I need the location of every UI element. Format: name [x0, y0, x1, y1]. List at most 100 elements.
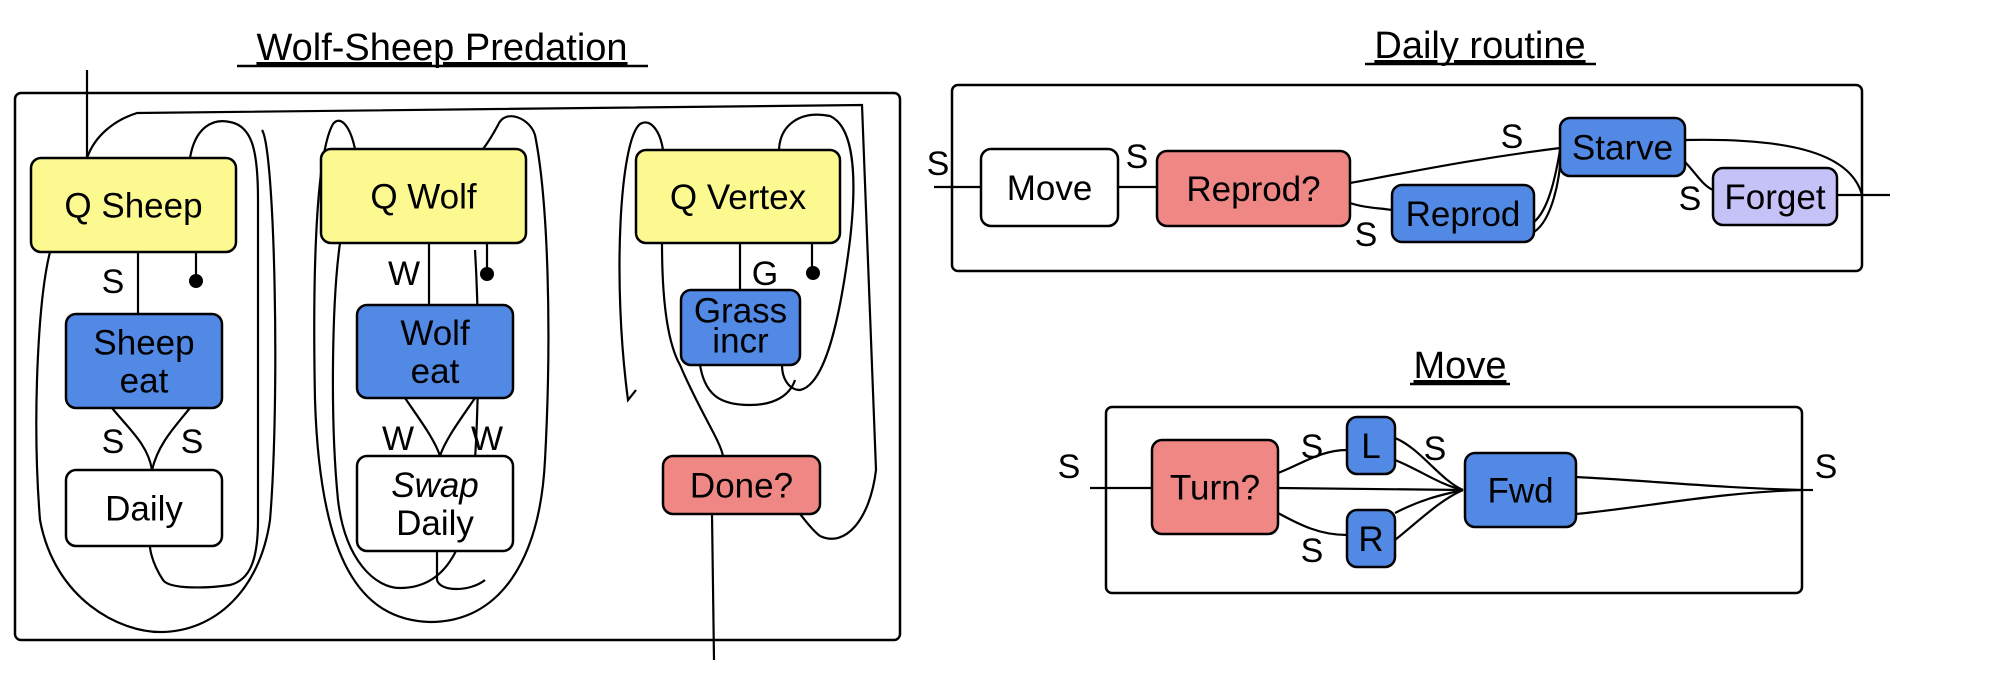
node-box — [355, 303, 515, 400]
wire-turn-to-fwd — [1277, 486, 1464, 492]
node-label: Move — [1007, 169, 1093, 208]
wire-wolf-eat-right — [438, 397, 476, 457]
node-label: Sheep — [93, 324, 194, 363]
panel-move: S S S S S Turn? L R Fwd — [1058, 405, 1838, 595]
node-done[interactable]: Done? — [661, 454, 822, 516]
wire-wolf-outer-loop — [313, 115, 550, 624]
node-box — [634, 148, 842, 245]
node-box — [319, 147, 528, 245]
node-l[interactable]: L — [1345, 415, 1397, 476]
node-label: Wolf — [400, 314, 470, 353]
node-label: Turn? — [1170, 469, 1260, 508]
node-label: Reprod? — [1186, 170, 1320, 209]
wire-l-to-fwd-2 — [1394, 458, 1464, 492]
wire-fwd-to-output-1 — [1575, 475, 1803, 492]
wire-starve-to-output — [1684, 138, 1864, 196]
node-box — [1345, 415, 1397, 476]
wire-starve-to-forget — [1684, 161, 1714, 192]
node-reprod-question[interactable]: Reprod? — [1155, 149, 1352, 228]
node-label: Forget — [1724, 178, 1825, 217]
node-box — [64, 468, 224, 548]
node-label: Daily — [105, 490, 183, 529]
node-box — [1463, 451, 1578, 529]
wire-sheep-eat-left — [111, 407, 154, 471]
title-text: Move — [1414, 345, 1507, 387]
terminal-dot-icon — [189, 274, 203, 288]
node-starve[interactable]: Starve — [1558, 116, 1687, 178]
wire-sheep-eat-right — [150, 407, 191, 471]
node-label: eat — [411, 352, 460, 391]
wire-turn-to-l — [1277, 448, 1348, 475]
wire-output — [710, 513, 716, 661]
wire-reprod-q-to-reprod — [1349, 201, 1393, 212]
node-forget[interactable]: Forget — [1711, 166, 1839, 227]
node-q-vertex[interactable]: Q Vertex — [634, 148, 842, 245]
node-move[interactable]: Move — [979, 147, 1120, 228]
panel-frame — [950, 83, 1864, 273]
node-fwd[interactable]: Fwd — [1463, 451, 1578, 529]
node-label: Done? — [690, 467, 793, 506]
wire-vertex-to-done — [660, 242, 725, 457]
wire-reprod-to-starve-1 — [1533, 149, 1562, 223]
node-q-sheep[interactable]: Q Sheep — [29, 156, 238, 254]
wire-swap-daily-out — [435, 551, 486, 591]
node-box — [29, 156, 238, 254]
wire-reprod-q-to-starve — [1349, 146, 1561, 185]
node-label: Q Vertex — [670, 178, 807, 217]
wire-loop-top — [85, 103, 878, 540]
title-text: Wolf-Sheep Predation — [256, 27, 627, 69]
wire-label: S — [1815, 448, 1838, 486]
wire-vertex-left-loop — [618, 121, 665, 403]
terminal-dot-icon — [806, 266, 820, 280]
wire-label: S — [1679, 180, 1702, 218]
wire-l-to-fwd-1 — [1394, 436, 1464, 492]
node-label: eat — [120, 362, 169, 401]
node-box — [1558, 116, 1687, 178]
wire-label: S — [1058, 448, 1081, 486]
node-box — [1155, 149, 1352, 228]
wire-r-to-fwd-2 — [1394, 488, 1464, 541]
title-move: Move — [1410, 345, 1510, 387]
node-r[interactable]: R — [1345, 508, 1397, 569]
wire-fwd-to-output-2 — [1575, 488, 1803, 516]
node-reprod[interactable]: Reprod — [1390, 183, 1536, 244]
node-label: incr — [712, 322, 769, 361]
node-label: Daily — [396, 504, 474, 543]
node-box — [1150, 438, 1280, 536]
node-label: R — [1358, 520, 1383, 559]
wire-label: S — [927, 145, 950, 183]
wire-label: S — [1355, 216, 1378, 254]
node-q-wolf[interactable]: Q Wolf — [319, 147, 528, 245]
node-turn-question[interactable]: Turn? — [1150, 438, 1280, 536]
wire-label: W — [471, 420, 503, 458]
wire-label: W — [388, 255, 420, 293]
node-label: Q Wolf — [370, 178, 477, 217]
wire-label: W — [382, 420, 414, 458]
node-box — [64, 312, 224, 410]
node-label: Swap — [391, 466, 479, 505]
node-box — [1711, 166, 1839, 227]
title-wolf-sheep-predation: Wolf-Sheep Predation — [237, 27, 648, 69]
wire-label: S — [1424, 430, 1447, 468]
wire-grass-loop — [698, 364, 797, 407]
node-label: Q Sheep — [64, 187, 202, 226]
panel-daily-routine: S S S S S Move Reprod? Reprod Starve For… — [927, 83, 1890, 273]
panel-frame — [1104, 405, 1804, 595]
wire-label: S — [102, 423, 125, 461]
node-daily-sheep[interactable]: Daily — [64, 468, 224, 548]
node-box — [1390, 183, 1536, 244]
wire-label: S — [1301, 532, 1324, 570]
node-box — [661, 454, 822, 516]
node-box — [1345, 508, 1397, 569]
wire-label: S — [1301, 428, 1324, 466]
wire-label: S — [181, 423, 204, 461]
title-text: Daily routine — [1374, 25, 1585, 67]
node-box — [979, 147, 1120, 228]
title-daily-routine: Daily routine — [1365, 25, 1596, 67]
